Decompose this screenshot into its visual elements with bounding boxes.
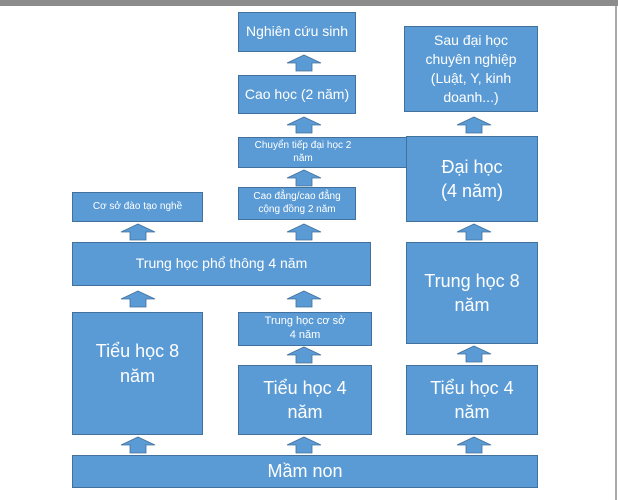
arrow-up-icon [286, 116, 322, 134]
window-right-border [615, 6, 617, 500]
box-sau-dai-hoc: Sau đại học chuyên nghiệp (Luật, Y, kinh… [404, 26, 538, 112]
box-label: Tiểu học 8 năm [95, 341, 180, 386]
window-top-border [0, 0, 618, 6]
arrow-up-icon [120, 290, 156, 308]
box-label: Mầm non [267, 461, 343, 482]
arrow-up-icon [286, 290, 322, 308]
box-nghien-cuu-sinh: Nghiên cứu sinh [238, 12, 356, 52]
box-mam-non: Mầm non [72, 455, 538, 488]
arrow-up-icon [456, 436, 492, 454]
box-label: Đại học (4 năm) [440, 156, 503, 201]
arrow-up-icon [120, 436, 156, 454]
box-label: Chuyển tiếp đại học 2 năm [254, 140, 352, 164]
box-trung-hoc-co-so: Trung học cơ sở 4 năm [238, 312, 372, 346]
box-trung-hoc-pho-thong: Trung học phổ thông 4 năm [72, 242, 371, 286]
arrow-up-icon [286, 346, 322, 364]
box-label: Nghiên cứu sinh [246, 23, 348, 40]
arrow-up-icon [456, 223, 492, 241]
box-label: Sau đại học chuyên nghiệp (Luật, Y, kinh… [425, 32, 517, 105]
box-cao-hoc: Cao học (2 năm) [238, 75, 356, 114]
arrow-up-icon [120, 223, 156, 241]
box-label: Cao đẳng/cao đẳng cộng đồng 2 năm [253, 191, 341, 215]
arrow-up-icon [286, 436, 322, 454]
box-cao-dang: Cao đẳng/cao đẳng cộng đồng 2 năm [238, 187, 356, 220]
box-label: Cao học (2 năm) [244, 85, 350, 102]
box-co-so-dao-tao-nghe: Cơ sở đào tạo nghề [72, 192, 203, 222]
box-label: Cơ sở đào tạo nghề [92, 200, 183, 212]
box-trung-hoc-8: Trung học 8 năm [406, 242, 538, 344]
box-label: Tiểu học 4 năm [263, 377, 347, 422]
box-chuyen-tiep-dai-hoc: Chuyển tiếp đại học 2 năm [238, 137, 408, 168]
box-label: Tiểu học 4 năm [430, 377, 514, 422]
box-label: Trung học 8 năm [424, 270, 520, 315]
box-tieu-hoc-4-right: Tiểu học 4 năm [406, 365, 538, 435]
arrow-up-icon [286, 223, 322, 241]
box-tieu-hoc-4-mid: Tiểu học 4 năm [238, 365, 372, 435]
arrow-up-icon [456, 345, 492, 363]
box-dai-hoc: Đại học (4 năm) [406, 136, 538, 222]
arrow-up-icon [286, 54, 322, 72]
box-tieu-hoc-8: Tiểu học 8 năm [72, 312, 203, 435]
arrow-up-icon [286, 169, 322, 187]
box-label: Trung học cơ sở 4 năm [264, 315, 346, 341]
arrow-up-icon [456, 116, 492, 134]
box-label: Trung học phổ thông 4 năm [135, 255, 308, 272]
